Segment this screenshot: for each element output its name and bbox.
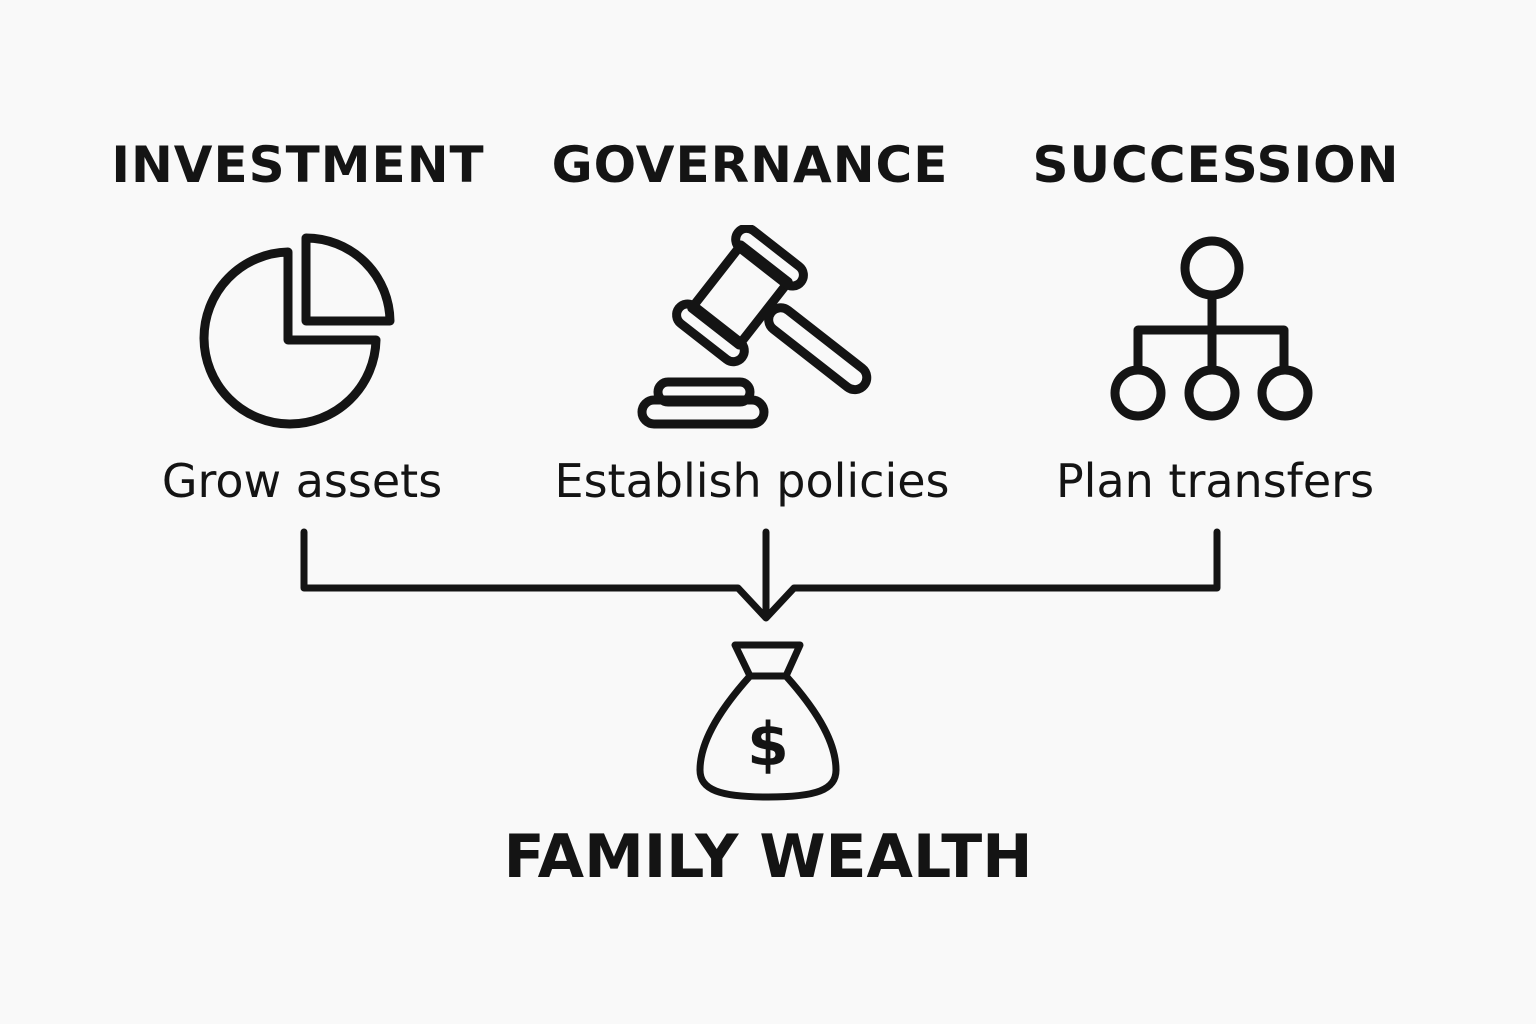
- hierarchy-icon: [1100, 230, 1330, 430]
- governance-description: Establish policies: [554, 454, 950, 508]
- investment-heading: INVESTMENT: [111, 136, 485, 194]
- investment-description: Grow assets: [161, 454, 443, 508]
- pie-chart-icon: [190, 225, 410, 435]
- succession-description: Plan transfers: [1055, 454, 1375, 508]
- money-bag-icon: $: [680, 630, 860, 810]
- family-wealth-title: FAMILY WEALTH: [503, 822, 1033, 892]
- succession-heading: SUCCESSION: [1032, 136, 1400, 194]
- connector-arrow: [0, 520, 1536, 630]
- governance-heading: GOVERNANCE: [551, 136, 949, 194]
- dollar-sign: $: [747, 710, 789, 780]
- gavel-icon: [630, 225, 890, 435]
